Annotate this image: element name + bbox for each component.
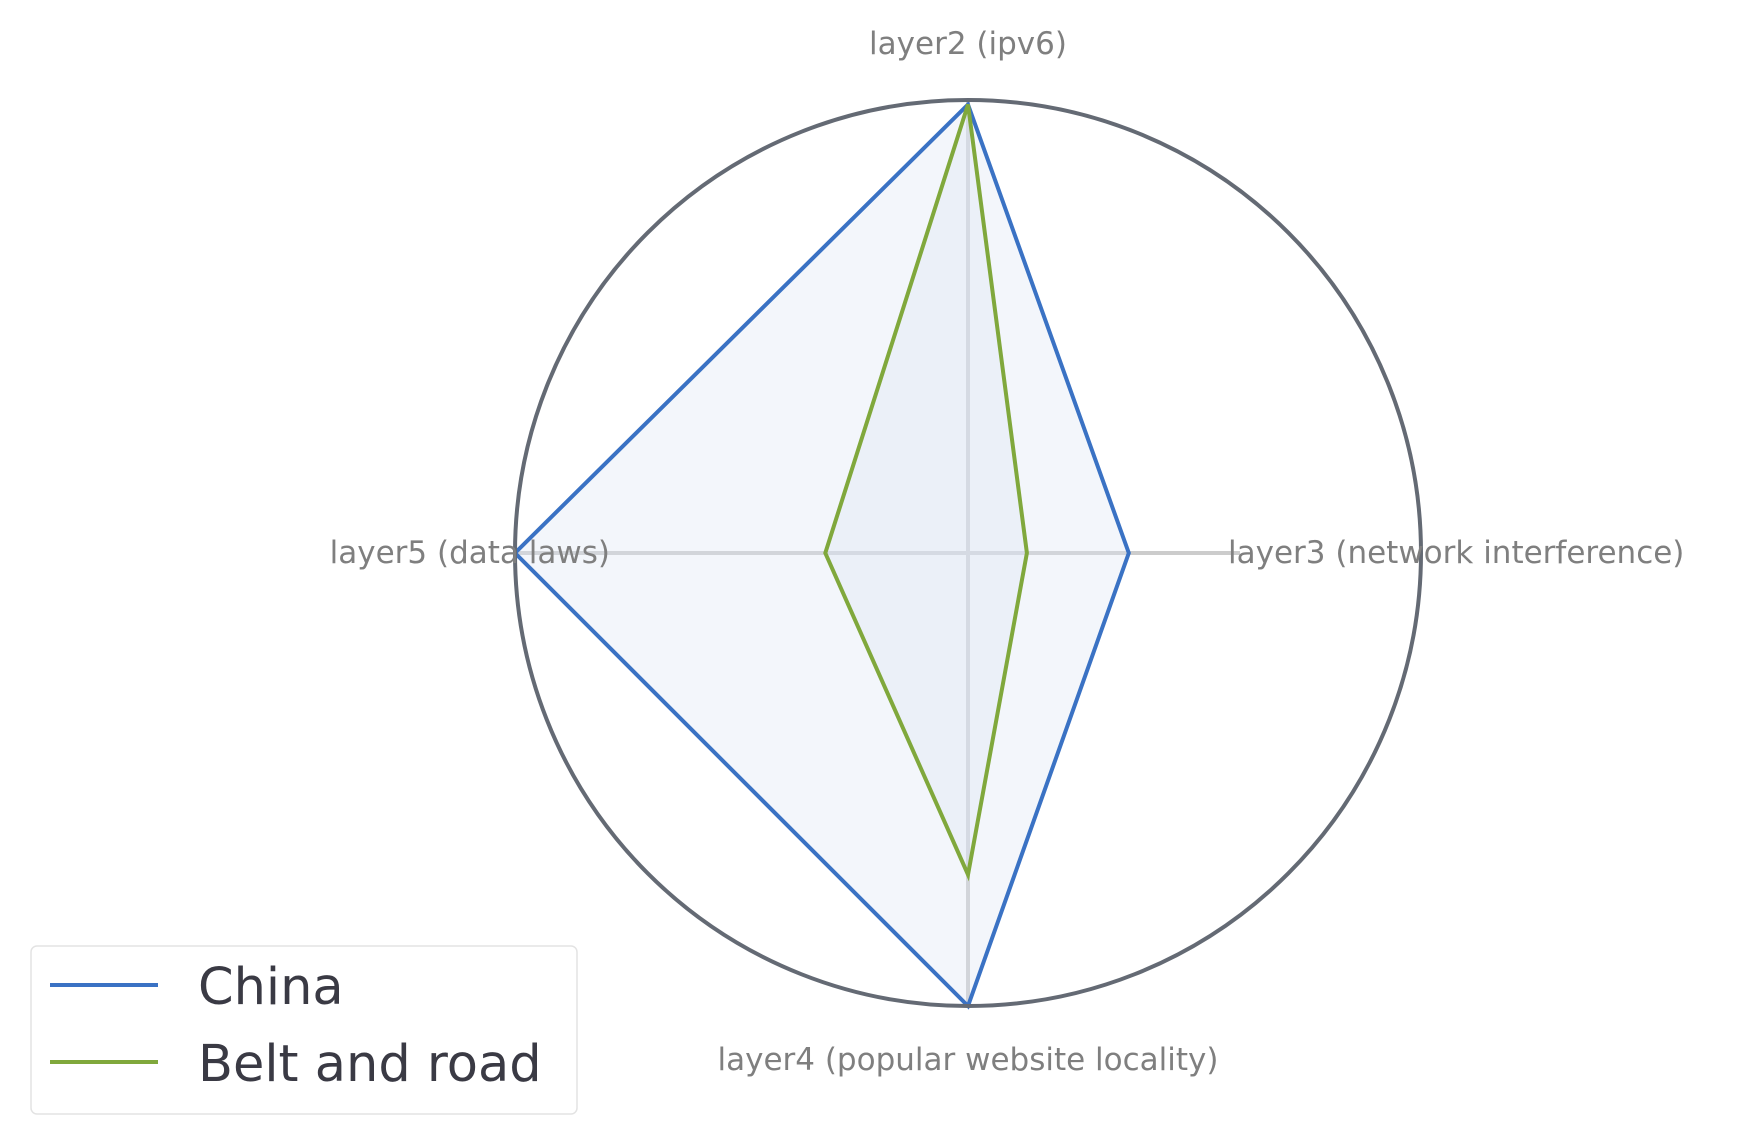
axis-labels: layer2 (ipv6) layer3 (network interferen… <box>330 26 1685 1078</box>
series-line-belt-and-road <box>823 103 1029 882</box>
legend-frame <box>30 945 578 1115</box>
axis-label-right: layer3 (network interference) <box>1228 535 1684 571</box>
legend: China Belt and road <box>30 945 578 1115</box>
legend-label-belt-and-road: Belt and road <box>198 1035 542 1094</box>
series-area-belt-and-road <box>825 104 1027 875</box>
legend-label-china: China <box>198 958 344 1017</box>
axis-label-top: layer2 (ipv6) <box>869 26 1067 62</box>
radar-spokes <box>515 100 1240 1006</box>
outer-circle <box>513 98 1423 1008</box>
series-areas <box>515 104 1129 1006</box>
axis-label-left: layer5 (data laws) <box>330 535 610 571</box>
series-area-china <box>515 104 1129 1006</box>
axis-label-bottom: layer4 (popular website locality) <box>717 1042 1218 1078</box>
